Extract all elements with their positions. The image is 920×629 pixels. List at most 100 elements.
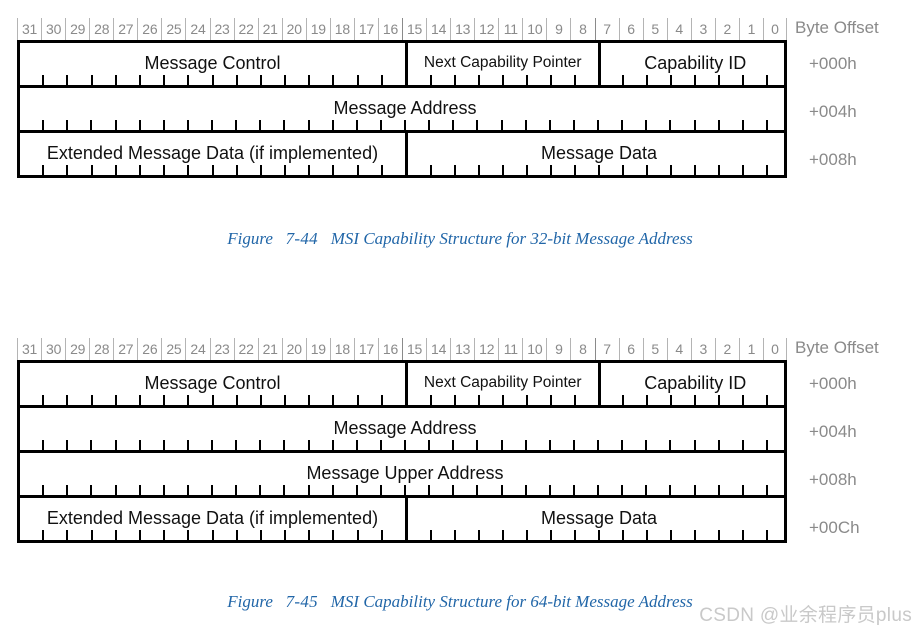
bit-number-2: 2: [714, 18, 739, 40]
bit-tick: [621, 485, 645, 495]
register-field-label: Message Address: [333, 97, 477, 118]
bit-tick: [356, 165, 381, 175]
bit-tick: [601, 75, 623, 85]
bit-tick: [766, 530, 790, 540]
bit-tick: [114, 440, 139, 450]
bit-number-31: 31: [17, 18, 41, 40]
bit-tick-marks: [601, 395, 791, 405]
bit-tick: [766, 395, 790, 405]
bit-tick: [741, 120, 766, 130]
bit-tick: [428, 120, 452, 130]
bit-tick: [404, 440, 428, 450]
bit-tick: [742, 165, 766, 175]
caption-number: 7-44: [285, 229, 318, 248]
caption-title: MSI Capability Structure for 64-bit Mess…: [330, 592, 693, 611]
bit-tick: [452, 485, 476, 495]
bit-tick: [430, 165, 454, 175]
bit-number-0: 0: [762, 338, 787, 360]
bit-tick: [573, 395, 598, 405]
bit-tick: [138, 530, 163, 540]
bit-number-15: 15: [402, 18, 426, 40]
bit-tick: [694, 75, 718, 85]
bit-tick: [408, 395, 430, 405]
bit-tick: [428, 485, 452, 495]
bit-number-10: 10: [522, 338, 546, 360]
bit-number-22: 22: [233, 338, 258, 360]
bit-tick: [20, 75, 42, 85]
bit-tick: [408, 75, 430, 85]
bit-tick: [502, 530, 526, 540]
bit-tick: [548, 120, 573, 130]
register-field: Message Control: [20, 43, 405, 85]
bit-number-31: 31: [17, 338, 41, 360]
bit-tick: [765, 120, 790, 130]
bit-number-1: 1: [738, 18, 763, 40]
bit-tick: [259, 530, 284, 540]
bit-number-17: 17: [353, 18, 378, 40]
byte-offset-column: Byte Offset +000h+004h+008h+00Ch: [795, 338, 920, 552]
bit-tick: [572, 440, 597, 450]
byte-offset-column: Byte Offset +000h+004h+008h: [795, 18, 920, 184]
bit-tick: [670, 530, 694, 540]
bit-tick: [42, 120, 66, 130]
register-field: Capability ID: [597, 363, 791, 405]
bit-tick: [163, 75, 187, 85]
bit-tick-marks: [20, 530, 405, 540]
bit-tick: [66, 530, 90, 540]
bit-tick: [741, 440, 766, 450]
register-field-label: Message Data: [540, 507, 658, 528]
byte-offset-value: +000h: [809, 54, 857, 73]
bit-number-30: 30: [41, 18, 65, 40]
bit-number-30: 30: [41, 338, 65, 360]
bit-tick: [355, 485, 380, 495]
bit-tick: [428, 440, 452, 450]
bit-tick: [284, 75, 308, 85]
bit-tick-marks: [20, 165, 405, 175]
byte-offset-value: +004h: [809, 422, 857, 441]
register-field-label: Capability ID: [644, 372, 747, 393]
bit-tick: [574, 165, 598, 175]
bit-tick: [597, 485, 621, 495]
bit-tick-marks: [408, 165, 790, 175]
bit-tick: [66, 75, 90, 85]
register-field: Message Address: [20, 408, 790, 450]
bit-number-8: 8: [570, 338, 594, 360]
bit-number-25: 25: [161, 18, 185, 40]
bit-number-10: 10: [522, 18, 546, 40]
register-field-label: Message Data: [540, 142, 658, 163]
bit-tick: [284, 530, 308, 540]
bit-tick: [42, 530, 66, 540]
bit-tick: [186, 120, 211, 130]
bit-tick: [20, 485, 42, 495]
bit-number-4: 4: [666, 338, 691, 360]
bit-tick: [573, 75, 598, 85]
bit-tick: [308, 530, 332, 540]
register-field: Capability ID: [597, 43, 791, 85]
bit-tick-marks: [408, 75, 598, 85]
bit-tick: [211, 485, 235, 495]
bit-number-1: 1: [738, 338, 763, 360]
bit-tick: [331, 485, 356, 495]
caption-title: MSI Capability Structure for 32-bit Mess…: [330, 229, 693, 248]
bit-tick: [66, 395, 90, 405]
bit-tick: [187, 530, 211, 540]
bit-number-19: 19: [305, 18, 330, 40]
bit-tick: [66, 485, 90, 495]
bit-tick: [283, 120, 307, 130]
bit-tick: [138, 75, 163, 85]
bit-tick: [429, 75, 454, 85]
bit-tick: [453, 75, 478, 85]
bit-tick: [430, 530, 454, 540]
bit-tick: [598, 165, 622, 175]
bit-tick: [66, 120, 90, 130]
bit-tick: [693, 485, 718, 495]
bit-tick: [454, 530, 478, 540]
bit-tick: [90, 120, 114, 130]
bit-tick: [114, 530, 139, 540]
bit-number-5: 5: [642, 338, 667, 360]
bit-tick: [259, 75, 284, 85]
register-field-label: Message Upper Address: [306, 462, 504, 483]
bit-number-14: 14: [426, 338, 450, 360]
bit-tick: [284, 395, 308, 405]
